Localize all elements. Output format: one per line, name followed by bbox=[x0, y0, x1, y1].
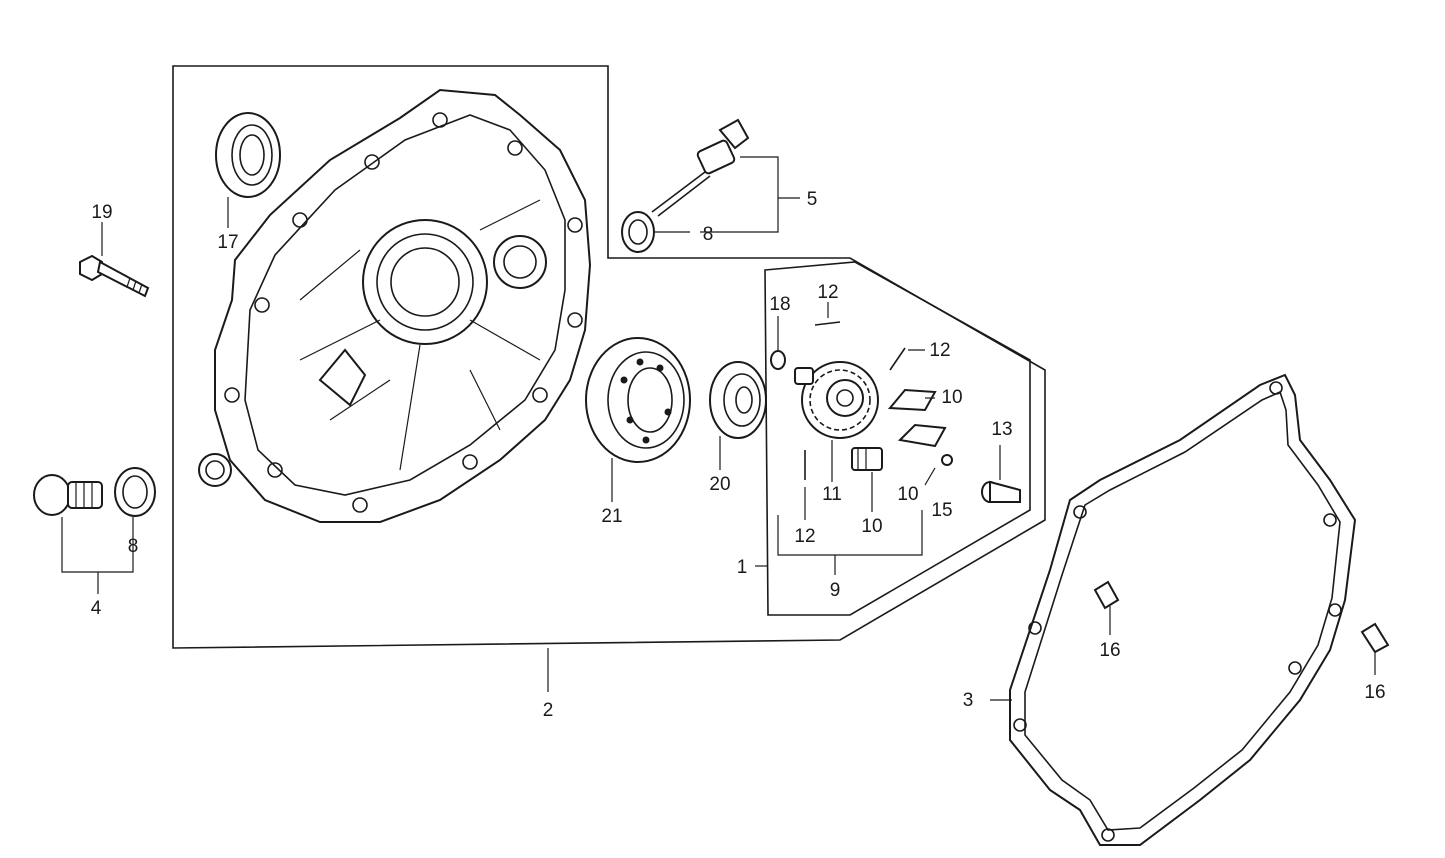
crankcase-gasket-3 bbox=[1009, 373, 1357, 846]
callout-10-top: 10 bbox=[941, 387, 962, 408]
callout-17: 17 bbox=[217, 232, 238, 253]
pin-12-top bbox=[814, 321, 841, 326]
leader-15 bbox=[924, 467, 936, 486]
callout-8-plug: 8 bbox=[128, 536, 139, 557]
pin-12-right bbox=[889, 347, 906, 371]
callout-12-right: 12 bbox=[929, 340, 950, 361]
callout-16-center: 16 bbox=[1099, 640, 1120, 661]
oil-drain-plug bbox=[33, 474, 103, 516]
callout-12-lower: 12 bbox=[794, 526, 815, 547]
governor-slider-10c bbox=[851, 447, 883, 471]
governor-shaft-13 bbox=[981, 480, 1021, 503]
callout-19: 19 bbox=[91, 202, 112, 223]
oil-level-gauge bbox=[651, 118, 750, 217]
callout-18: 18 bbox=[769, 294, 790, 315]
governor-weight-10a bbox=[887, 388, 937, 412]
callout-12-top: 12 bbox=[817, 282, 838, 303]
callout-10-mid: 10 bbox=[897, 484, 918, 505]
leader-4 bbox=[61, 517, 134, 594]
callout-10-lower: 10 bbox=[861, 516, 882, 537]
o-ring-8 bbox=[621, 211, 655, 253]
leader-5 bbox=[654, 156, 800, 233]
leader-9 bbox=[777, 510, 923, 575]
callout-5: 5 bbox=[807, 189, 818, 210]
group-boundary-1 bbox=[764, 261, 1031, 616]
callout-8-gauge: 8 bbox=[703, 224, 714, 245]
callout-20: 20 bbox=[709, 474, 730, 495]
crankcase-cover bbox=[198, 88, 592, 523]
callout-13: 13 bbox=[991, 419, 1012, 440]
group-boundary-2 bbox=[172, 65, 1046, 649]
callout-11: 11 bbox=[822, 484, 842, 505]
callout-3: 3 bbox=[963, 690, 974, 711]
ball-bearing-21 bbox=[585, 337, 691, 463]
dowel-pin-16a bbox=[1093, 580, 1120, 610]
oil-seal-17 bbox=[215, 112, 281, 198]
flange-bolt-19 bbox=[79, 254, 150, 298]
sealing-washer-8 bbox=[114, 467, 156, 517]
dowel-pin-16b bbox=[1360, 622, 1390, 654]
governor-gear-11 bbox=[794, 361, 879, 439]
clip-15 bbox=[941, 454, 953, 466]
callout-16-right: 16 bbox=[1364, 682, 1385, 703]
callout-9: 9 bbox=[830, 580, 841, 601]
governor-weight-10b bbox=[897, 423, 947, 448]
callout-21: 21 bbox=[601, 506, 622, 527]
callout-2: 2 bbox=[543, 700, 554, 721]
callout-4: 4 bbox=[91, 598, 102, 619]
ball-bearing-20 bbox=[709, 361, 767, 439]
callout-15: 15 bbox=[931, 500, 952, 521]
thrust-washer-18 bbox=[770, 350, 786, 370]
callout-1: 1 bbox=[737, 557, 748, 578]
